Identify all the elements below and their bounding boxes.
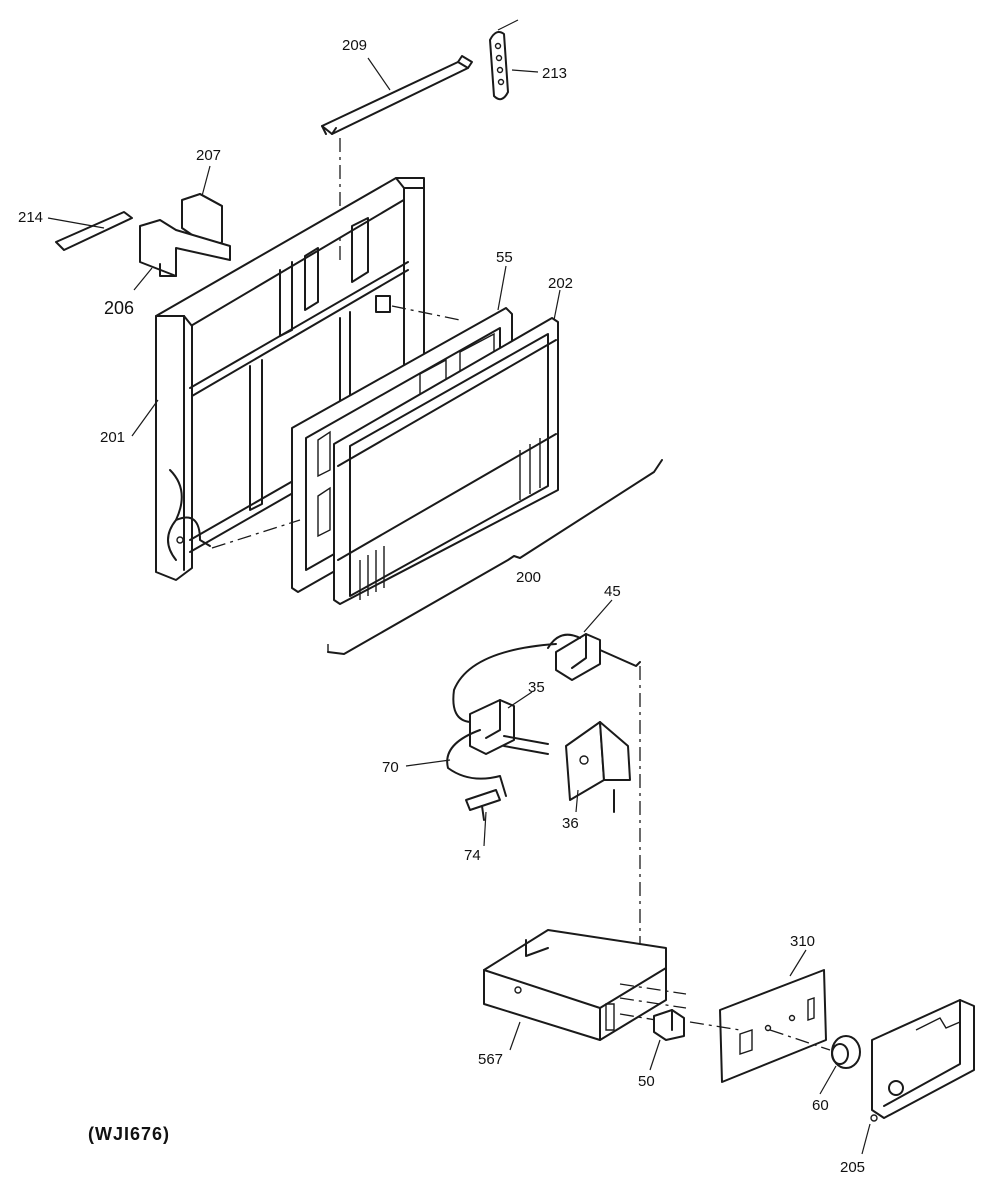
callout-206: 206 (104, 298, 134, 318)
assembly-line-201 (211, 519, 301, 549)
assembly-lines-box (619, 983, 687, 1025)
callout-45: 45 (604, 583, 621, 600)
part-214-plate (55, 211, 133, 251)
part-50-switch (653, 1009, 685, 1041)
reference-code: (WJI676) (88, 1124, 170, 1144)
callout-209: 209 (342, 37, 367, 54)
callout-214: 214 (18, 209, 43, 226)
callout-36: 36 (562, 815, 579, 832)
part-206-bracket (139, 219, 231, 277)
callout-74: 74 (464, 847, 481, 864)
callout-213: 213 (542, 65, 567, 82)
callout-201: 201 (100, 429, 125, 446)
callout-55: 55 (496, 249, 513, 266)
callout-leaders (47, 57, 871, 1155)
part-310-plate (719, 969, 827, 1083)
callout-202: 202 (548, 275, 573, 292)
callout-70: 70 (382, 759, 399, 776)
callout-50: 50 (638, 1073, 655, 1090)
part-213-strip (489, 19, 519, 101)
part-45-switch (547, 633, 641, 681)
part-70-tube (446, 729, 507, 797)
callout-205: 205 (840, 1159, 865, 1176)
part-74-clip (465, 789, 501, 821)
assembly-200-bracket (327, 459, 663, 655)
callout-310: 310 (790, 933, 815, 950)
part-60-knob (831, 1035, 861, 1069)
assembly-line-55 (391, 305, 461, 321)
part-567-box (483, 929, 667, 1041)
part-207-bracket (181, 193, 223, 251)
callout-60: 60 (812, 1097, 829, 1114)
part-36-bracket (565, 721, 631, 813)
part-35-relay (469, 699, 549, 755)
callout-200: 200 (516, 569, 541, 586)
callout-207: 207 (196, 147, 221, 164)
assembly-lines-310 (689, 1021, 831, 1051)
part-201-frame (155, 177, 425, 581)
part-202-louver (333, 317, 559, 605)
callout-35: 35 (528, 679, 545, 696)
callout-567: 567 (478, 1051, 503, 1068)
wire-harness (452, 643, 557, 723)
part-205-cover (870, 999, 975, 1122)
part-209-rail (321, 55, 473, 135)
